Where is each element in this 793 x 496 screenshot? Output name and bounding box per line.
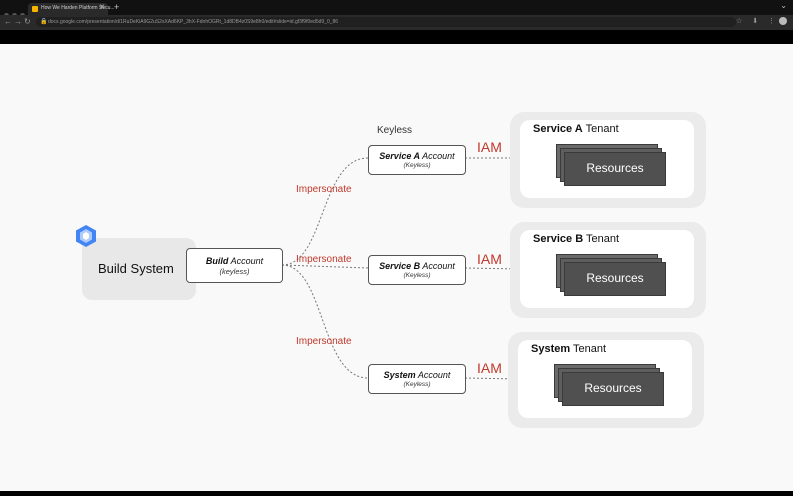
tab-search-icon[interactable]: ⌄ (780, 1, 787, 10)
service-b-tenant-inner: Service B Tenant Resources (520, 230, 694, 308)
system-resources-stack: Resources (554, 364, 666, 406)
service-b-account-name: Service B Account (369, 261, 465, 271)
service-a-account-sub: (Keyless) (403, 162, 431, 169)
system-tenant-title-rest: Tenant (570, 343, 607, 355)
service-b-account-box: Service B Account (Keyless) (368, 255, 466, 285)
service-a-tenant-inner: Service A Tenant Resources (520, 120, 694, 198)
slides-favicon-icon (32, 6, 38, 12)
resource-card: Resources (564, 262, 666, 296)
url-text[interactable]: docs.google.com/presentation/d/1RuDeKiA9… (48, 19, 339, 25)
impersonate-line-c (281, 264, 369, 379)
service-b-account-name-rest: Account (420, 261, 455, 271)
service-a-account-box: Service A Account (Keyless) (368, 145, 466, 175)
tab-close-icon[interactable]: ✕ (99, 4, 105, 11)
service-a-tenant-title-bold: Service A (533, 123, 583, 135)
service-a-account-name-bold: Service A (379, 151, 420, 161)
system-account-sub: (Keyless) (403, 381, 431, 388)
build-account-sub: (keyless) (219, 267, 250, 276)
service-b-account-sub: (Keyless) (403, 272, 431, 279)
new-tab-button[interactable]: + (114, 2, 120, 12)
iam-label-b: IAM (477, 251, 502, 267)
resources-label: Resources (584, 381, 642, 395)
cloud-build-hexagon-icon (76, 225, 96, 247)
lock-icon[interactable]: 🔒 (40, 19, 48, 25)
system-account-name-bold: System (383, 370, 416, 380)
impersonate-label-b: Impersonate (296, 254, 352, 265)
build-account-box: Build Account (keyless) (186, 248, 283, 283)
system-tenant: System Tenant Resources (508, 332, 704, 428)
service-a-tenant-title: Service A Tenant (533, 123, 619, 135)
browser-tab-bar: How We Harden Platform Secu... ✕ + ⌄ (0, 0, 793, 18)
service-b-tenant: Service B Tenant Resources (510, 222, 706, 318)
address-bar[interactable]: 🔒 docs.google.com/presentation/d/1RuDeKi… (36, 17, 736, 27)
impersonate-label-a: Impersonate (296, 184, 352, 195)
service-a-account-name: Service A Account (369, 151, 465, 161)
service-a-resources-stack: Resources (556, 144, 668, 186)
viewer-top-band (0, 30, 793, 44)
viewer-bottom-band (0, 491, 793, 496)
toolbar-action-icons[interactable]: ☆ ⬇ ⋮ (735, 18, 779, 25)
browser-tab[interactable]: How We Harden Platform Secu... ✕ (28, 3, 115, 15)
reload-icon[interactable]: ↻ (24, 17, 31, 26)
system-tenant-inner: System Tenant Resources (518, 340, 692, 418)
service-b-resources-stack: Resources (556, 254, 668, 296)
avatar[interactable] (779, 17, 787, 26)
tab-title: How We Harden Platform Secu... (41, 5, 115, 11)
build-account-name: Build Account (187, 256, 282, 266)
system-account-name: System Account (369, 370, 465, 380)
iam-line-b (464, 267, 522, 270)
forward-icon[interactable]: → (14, 17, 22, 26)
system-account-box: System Account (Keyless) (368, 364, 466, 394)
system-tenant-title: System Tenant (531, 343, 606, 355)
browser-toolbar: ← → ↻ 🔒 docs.google.com/presentation/d/1… (0, 15, 793, 30)
build-account-name-bold: Build (205, 256, 229, 266)
impersonate-label-c: Impersonate (296, 336, 352, 347)
service-b-account-name-bold: Service B (379, 261, 421, 271)
iam-label-a: IAM (477, 139, 502, 155)
resource-card: Resources (562, 372, 664, 406)
system-account-name-rest: Account (415, 370, 451, 380)
resource-card: Resources (564, 152, 666, 186)
toolbar-icons[interactable]: ☆ ⬇ ⋮ (736, 17, 787, 27)
back-icon[interactable]: ← (4, 17, 12, 26)
impersonate-line-b (281, 264, 369, 269)
iam-label-c: IAM (477, 360, 502, 376)
service-a-tenant-title-rest: Tenant (582, 123, 619, 135)
resources-label: Resources (586, 161, 644, 175)
impersonate-line-a (281, 157, 369, 266)
build-system-label: Build System (98, 261, 174, 276)
resources-label: Resources (586, 271, 644, 285)
service-a-account-name-rest: Account (420, 151, 455, 161)
service-b-tenant-title-rest: Tenant (583, 233, 620, 245)
build-account-name-rest: Account (228, 256, 264, 266)
service-b-tenant-title: Service B Tenant (533, 233, 619, 245)
service-a-tenant: Service A Tenant Resources (510, 112, 706, 208)
build-system-box: Build System (82, 238, 196, 300)
service-b-tenant-title-bold: Service B (533, 233, 584, 245)
system-tenant-title-bold: System (531, 343, 571, 355)
keyless-label: Keyless (377, 125, 413, 136)
